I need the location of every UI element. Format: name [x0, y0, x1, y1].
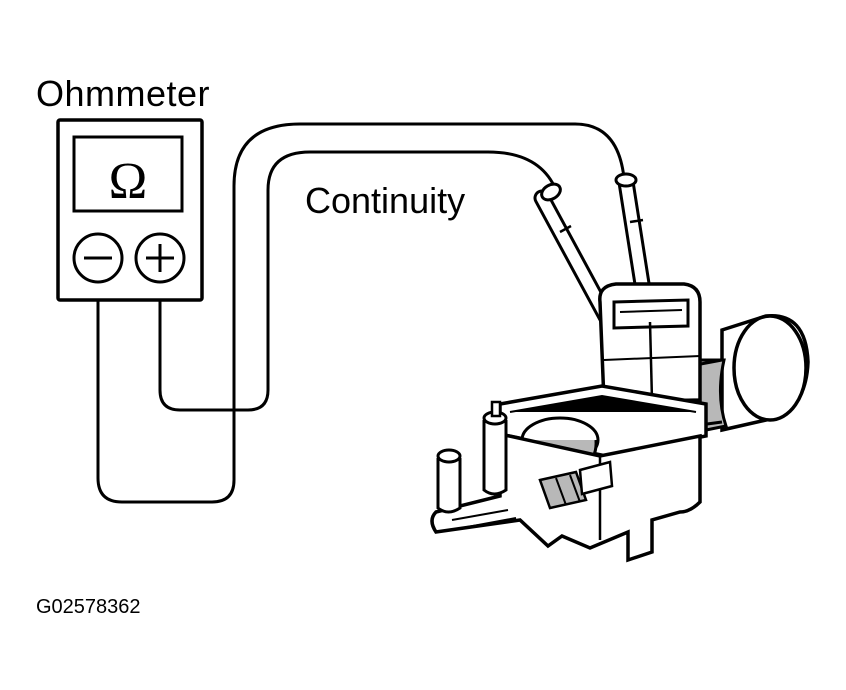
- ohm-symbol: Ω: [109, 153, 148, 210]
- positive-test-lead: [158, 150, 558, 412]
- negative-test-lead: [96, 122, 626, 504]
- ohmmeter-label: Ohmmeter: [36, 73, 211, 114]
- continuity-label: Continuity: [305, 180, 466, 221]
- vacuum-switching-valve-icon: [430, 282, 810, 563]
- plus-circle-icon: [134, 232, 186, 284]
- ohmmeter-display: [72, 135, 184, 213]
- figure-id: G02578362: [36, 596, 141, 618]
- ohmmeter-icon: Ω: [56, 118, 204, 302]
- minus-circle-icon: [72, 232, 124, 284]
